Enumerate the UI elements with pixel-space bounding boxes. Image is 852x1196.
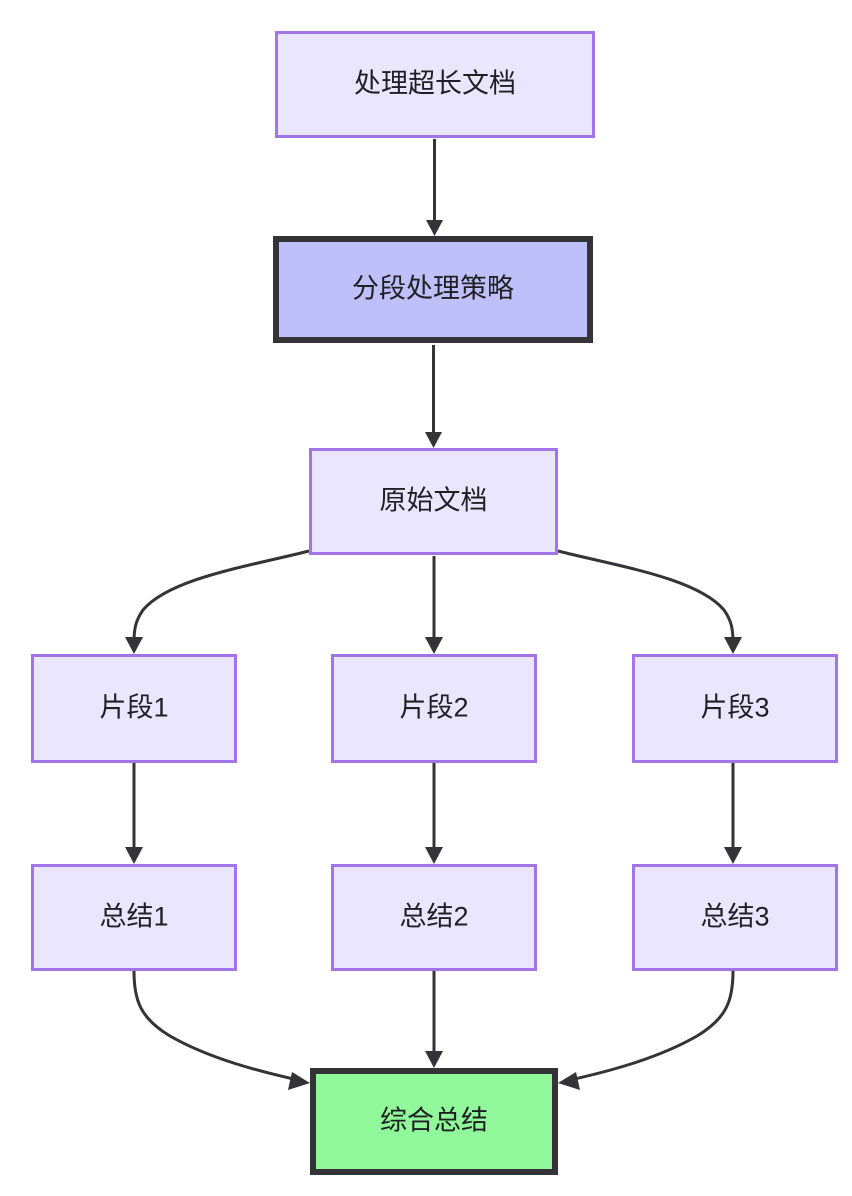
edge-line (557, 549, 735, 643)
arrowhead-icon (125, 637, 143, 654)
node-label: 原始文档 (380, 486, 488, 516)
arrowhead-icon (425, 1051, 443, 1068)
node-box[interactable] (632, 654, 838, 763)
flow-node-source-document[interactable]: 原始文档 (309, 448, 558, 555)
node-label: 总结3 (700, 902, 769, 932)
node-label: 分段处理策略 (352, 274, 514, 304)
flow-node-summary-2[interactable]: 总结2 (331, 864, 537, 971)
flow-node-segment-1[interactable]: 片段1 (31, 654, 237, 763)
node-box[interactable] (31, 654, 237, 763)
flow-edge (132, 970, 310, 1090)
flow-edge (558, 970, 735, 1090)
flow-edge (425, 345, 442, 448)
node-box[interactable] (275, 31, 595, 138)
arrowhead-icon (426, 220, 443, 236)
node-box[interactable] (31, 864, 237, 971)
node-label: 片段1 (99, 693, 168, 723)
node-label: 处理超长文档 (354, 69, 516, 99)
flow-node-summary-3[interactable]: 总结3 (632, 864, 838, 971)
arrowhead-icon (558, 1072, 580, 1090)
node-box[interactable] (331, 654, 537, 763)
flow-node-final-summary[interactable]: 综合总结 (310, 1068, 558, 1175)
arrowhead-icon (288, 1072, 310, 1090)
flow-node-segment-3[interactable]: 片段3 (632, 654, 838, 763)
edge-line (569, 970, 735, 1082)
node-label: 片段3 (700, 693, 769, 723)
node-label: 总结2 (399, 902, 468, 932)
node-box[interactable] (331, 864, 537, 971)
node-box[interactable] (310, 1068, 558, 1175)
flow-edge (426, 139, 443, 236)
flow-edge (125, 763, 143, 864)
flow-edge (425, 763, 443, 864)
edge-line (132, 549, 310, 643)
node-label: 总结1 (99, 902, 168, 932)
arrowhead-icon (724, 637, 742, 654)
flow-edge (557, 549, 742, 654)
flow-node-chunk-strategy[interactable]: 分段处理策略 (273, 236, 593, 343)
flow-edge (724, 763, 742, 864)
flow-edge (125, 549, 310, 654)
node-box[interactable] (273, 236, 593, 343)
flow-node-long-document[interactable]: 处理超长文档 (275, 31, 595, 138)
flow-node-segment-2[interactable]: 片段2 (331, 654, 537, 763)
arrowhead-icon (425, 432, 442, 448)
node-box[interactable] (309, 448, 558, 555)
arrowhead-icon (425, 847, 443, 864)
flow-node-summary-1[interactable]: 总结1 (31, 864, 237, 971)
arrowhead-icon (425, 637, 443, 654)
node-box[interactable] (632, 864, 838, 971)
flow-edge (425, 556, 443, 654)
arrowhead-icon (125, 847, 143, 864)
node-label: 片段2 (399, 693, 468, 723)
node-label: 综合总结 (380, 1106, 488, 1136)
arrowhead-icon (724, 847, 742, 864)
edges-layer (125, 139, 742, 1090)
edge-line (132, 970, 299, 1082)
flow-edge (425, 971, 443, 1068)
